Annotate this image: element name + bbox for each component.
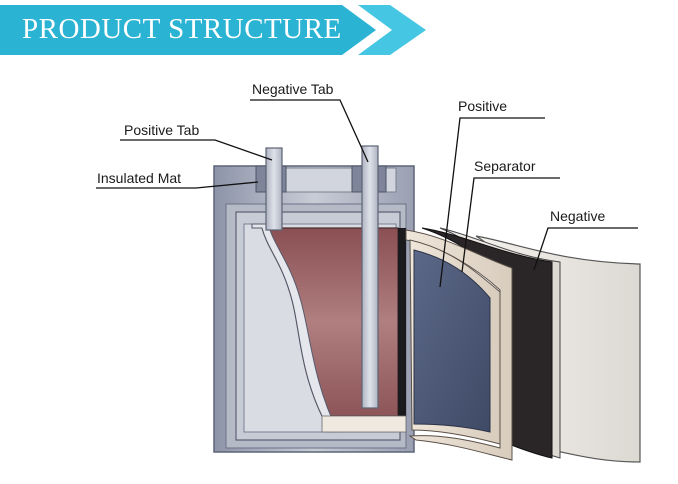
title-banner — [0, 5, 426, 55]
core-bottom — [321, 415, 407, 433]
page-title: PRODUCT STRUCTURE — [22, 13, 342, 45]
leader-negative — [533, 227, 638, 271]
leader-positive — [439, 117, 545, 288]
leader-negative-tab — [250, 99, 369, 163]
core-side-band — [398, 228, 406, 422]
leader-insulated-mat — [96, 181, 259, 189]
banner-background — [0, 5, 376, 55]
label-positive-tab: Positive Tab — [124, 122, 199, 138]
positive-electrode-face — [413, 249, 491, 433]
leader-separator — [461, 177, 560, 273]
label-negative-tab: Negative Tab — [252, 81, 334, 97]
label-separator: Separator — [474, 158, 536, 174]
label-negative: Negative — [550, 208, 605, 224]
banner-chevron — [358, 5, 426, 55]
leader-positive-tab — [120, 139, 273, 161]
separator-layer — [405, 229, 513, 461]
leader-lines — [96, 99, 638, 288]
label-positive: Positive — [458, 98, 507, 114]
label-insulated-mat: Insulated Mat — [97, 170, 181, 186]
negative-tab — [361, 145, 379, 409]
positive-tab — [265, 147, 283, 231]
